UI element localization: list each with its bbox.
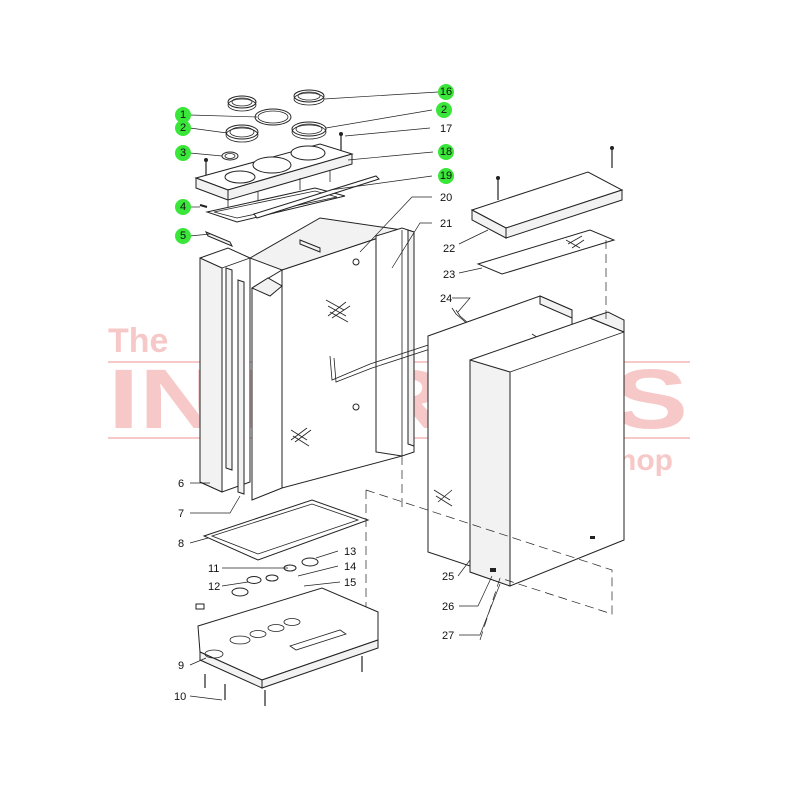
callout-1-marker bbox=[175, 107, 191, 123]
callout-20: 20 bbox=[440, 192, 452, 204]
callout-2-right-marker bbox=[436, 102, 452, 118]
callout-7: 7 bbox=[178, 508, 184, 520]
callout-24: 24 bbox=[440, 293, 452, 305]
callout-2-left: 2 bbox=[180, 122, 186, 134]
callout-25: 25 bbox=[442, 571, 454, 583]
flue-rings bbox=[204, 89, 343, 178]
callout-8: 8 bbox=[178, 538, 184, 550]
callout-21: 21 bbox=[440, 218, 452, 230]
watermark-the: The bbox=[108, 322, 168, 360]
right-side-panel bbox=[375, 227, 415, 457]
callout-3-marker bbox=[175, 145, 191, 161]
callout-19: 19 bbox=[440, 170, 452, 182]
filter-panel bbox=[476, 229, 616, 275]
callout-3: 3 bbox=[180, 147, 186, 159]
callout-16: 16 bbox=[440, 86, 452, 98]
callout-5: 5 bbox=[180, 230, 186, 242]
callout-18-marker bbox=[438, 144, 454, 160]
callout-4-marker bbox=[175, 199, 191, 215]
callout-13: 13 bbox=[344, 546, 356, 558]
callout-17: 17 bbox=[440, 123, 452, 135]
callout-16-marker bbox=[438, 84, 454, 100]
callout-10: 10 bbox=[174, 691, 186, 703]
base-tray bbox=[197, 587, 379, 706]
callout-26: 26 bbox=[442, 601, 454, 613]
callout-18: 18 bbox=[440, 146, 452, 158]
front-left-panel bbox=[250, 269, 283, 501]
callout-23: 23 bbox=[443, 269, 455, 281]
bottom-gasket bbox=[202, 499, 370, 561]
gaskets-top bbox=[199, 175, 380, 247]
callout-12: 12 bbox=[208, 581, 220, 593]
callout-14: 14 bbox=[344, 561, 356, 573]
callout-1: 1 bbox=[180, 109, 186, 121]
callout-11: 11 bbox=[208, 563, 219, 575]
callout-22: 22 bbox=[443, 243, 455, 255]
front-cover bbox=[469, 311, 625, 587]
callout-6: 6 bbox=[178, 478, 184, 490]
callout-9: 9 bbox=[178, 660, 184, 672]
side-strips bbox=[225, 239, 321, 495]
callout-19-marker bbox=[438, 168, 454, 184]
callout-2-right: 2 bbox=[441, 104, 447, 116]
grommets bbox=[195, 557, 319, 610]
callout-5-marker bbox=[175, 228, 191, 244]
top-cover bbox=[470, 146, 624, 239]
callouts: 16 2 17 1 2 18 3 19 4 20 21 5 22 23 24 6… bbox=[174, 84, 455, 703]
leader-lines bbox=[189, 91, 501, 701]
callout-27: 27 bbox=[442, 630, 454, 642]
callout-2-left-marker bbox=[175, 120, 191, 136]
callout-4: 4 bbox=[180, 201, 186, 213]
top-plate bbox=[194, 143, 354, 210]
callout-15: 15 bbox=[344, 577, 356, 589]
